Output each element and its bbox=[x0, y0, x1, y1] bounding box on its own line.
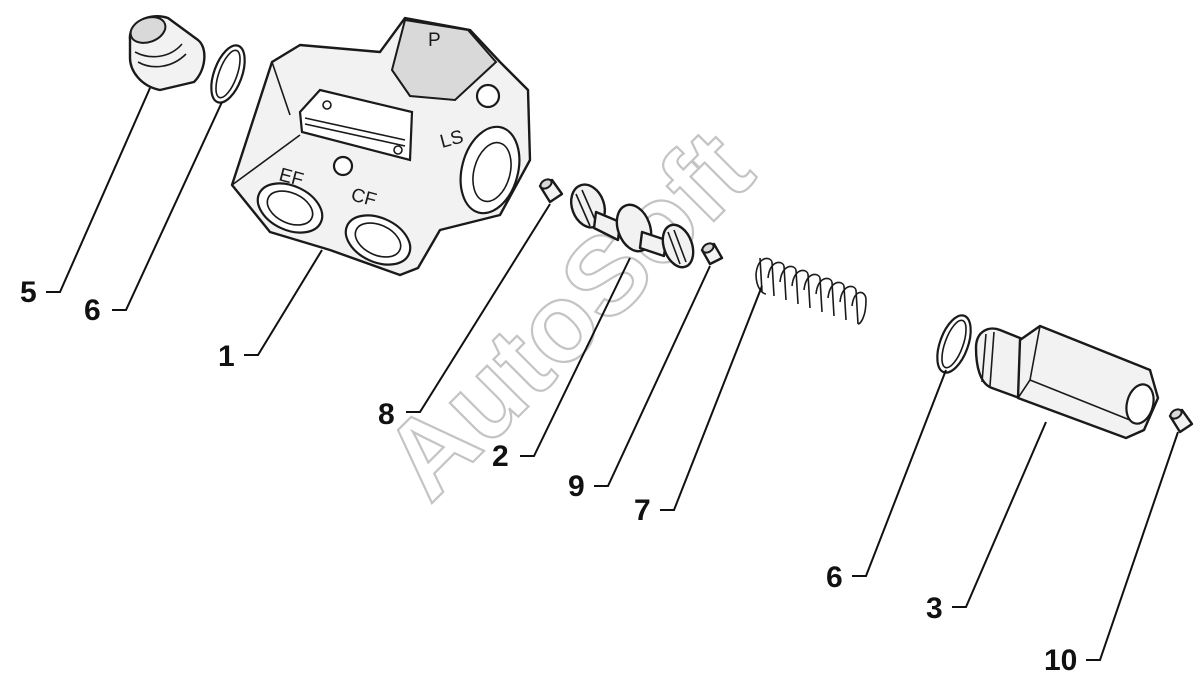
leader-lines bbox=[46, 87, 1179, 661]
callout-5: 5 bbox=[20, 276, 37, 309]
callout-8: 8 bbox=[378, 398, 395, 431]
callout-10: 10 bbox=[1044, 644, 1077, 677]
callout-3: 3 bbox=[926, 592, 943, 625]
part-8-small-plug bbox=[538, 178, 564, 204]
part-10-small-plug bbox=[1168, 408, 1194, 434]
part-6-oring-right bbox=[936, 314, 972, 374]
part-6-oring-left bbox=[210, 44, 246, 104]
port-label-p: P bbox=[428, 30, 441, 51]
callout-6-left: 6 bbox=[84, 294, 101, 327]
part-5-plug bbox=[128, 15, 206, 92]
callout-6-right: 6 bbox=[826, 561, 843, 594]
part-7-spring bbox=[755, 257, 867, 325]
part-1-valve-housing bbox=[230, 16, 532, 277]
callout-7: 7 bbox=[634, 494, 651, 527]
callout-1: 1 bbox=[218, 340, 235, 373]
callout-9: 9 bbox=[568, 470, 585, 503]
part-9-small-plug bbox=[700, 242, 724, 266]
callout-2: 2 bbox=[492, 440, 509, 473]
part-2-spool bbox=[569, 183, 695, 269]
part-3-hex-plug bbox=[974, 324, 1160, 440]
